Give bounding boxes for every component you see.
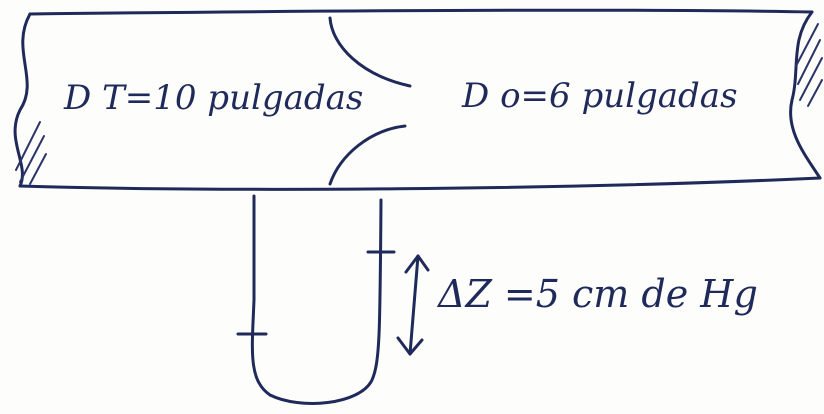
manometer-reading-label: ΔZ =5 cm de Hg	[438, 272, 758, 316]
pipe-right-end	[789, 10, 822, 180]
orifice-plate-upper	[328, 16, 412, 88]
pipe-top-wall	[28, 8, 814, 16]
delta-z-double-arrow	[396, 254, 430, 356]
manometer-u-tube	[250, 194, 383, 405]
pipe-left-end	[13, 12, 32, 188]
pipe-bottom-wall	[18, 176, 822, 191]
orifice-diameter-label: D o=6 pulgadas	[462, 76, 738, 116]
orifice-plate-lower	[328, 124, 407, 186]
pipe-right-end-hatch	[795, 23, 823, 107]
pipe-left-end-hatch	[15, 121, 47, 185]
pipe-diameter-label: D T=10 pulgadas	[64, 78, 364, 118]
